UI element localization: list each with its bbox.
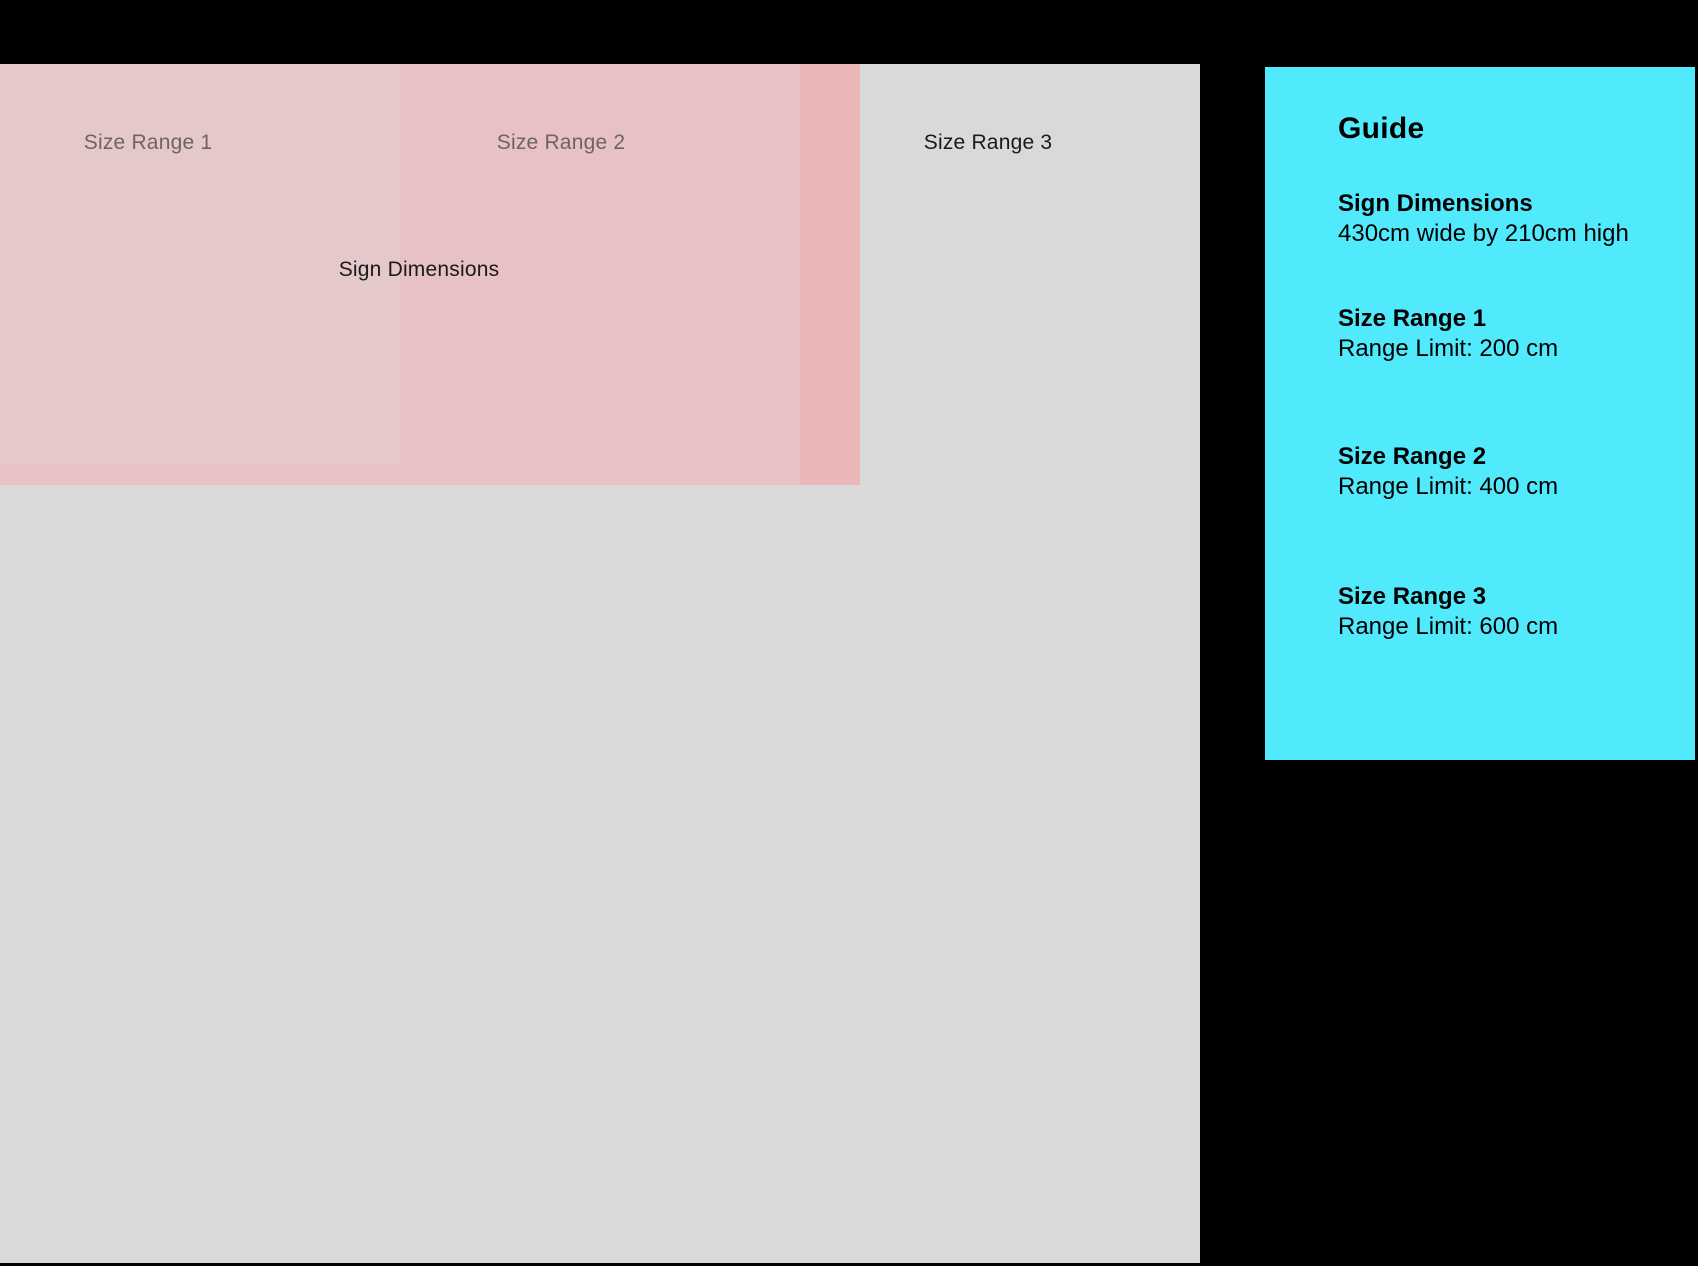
guide-section-body: 430cm wide by 210cm high: [1338, 220, 1629, 247]
guide-section-heading: Size Range 1: [1338, 305, 1487, 332]
guide-section-size-range-3: Size Range 3 Range Limit: 600 cm: [1338, 582, 1558, 642]
guide-section-heading: Size Range 2: [1338, 443, 1487, 470]
guide-title: Guide: [1338, 112, 1425, 145]
guide-panel: Guide Sign Dimensions 430cm wide by 210c…: [1265, 67, 1695, 760]
guide-section-size-range-2: Size Range 2 Range Limit: 400 cm: [1338, 442, 1558, 502]
guide-section-body: Range Limit: 400 cm: [1338, 473, 1559, 500]
size-range-3-label: Size Range 3: [923, 131, 1053, 154]
guide-section-sign-dimensions: Sign Dimensions 430cm wide by 210cm high: [1338, 189, 1629, 249]
size-range-1-label: Size Range 1: [83, 131, 213, 154]
sign-overflow-region: [800, 64, 860, 485]
sign-dimensions-label: Sign Dimensions: [338, 258, 500, 281]
guide-section-body: Range Limit: 600 cm: [1338, 613, 1559, 640]
guide-section-body: Range Limit: 200 cm: [1338, 335, 1559, 362]
guide-section-heading: Sign Dimensions: [1338, 190, 1533, 217]
guide-section-heading: Size Range 3: [1338, 583, 1487, 610]
size-range-3-frame: Size Range 1 Size Range 2 Size Range 3 S…: [0, 64, 1200, 1263]
size-range-1-region: [0, 64, 400, 464]
size-range-2-label: Size Range 2: [496, 131, 626, 154]
guide-section-size-range-1: Size Range 1 Range Limit: 200 cm: [1338, 304, 1558, 364]
